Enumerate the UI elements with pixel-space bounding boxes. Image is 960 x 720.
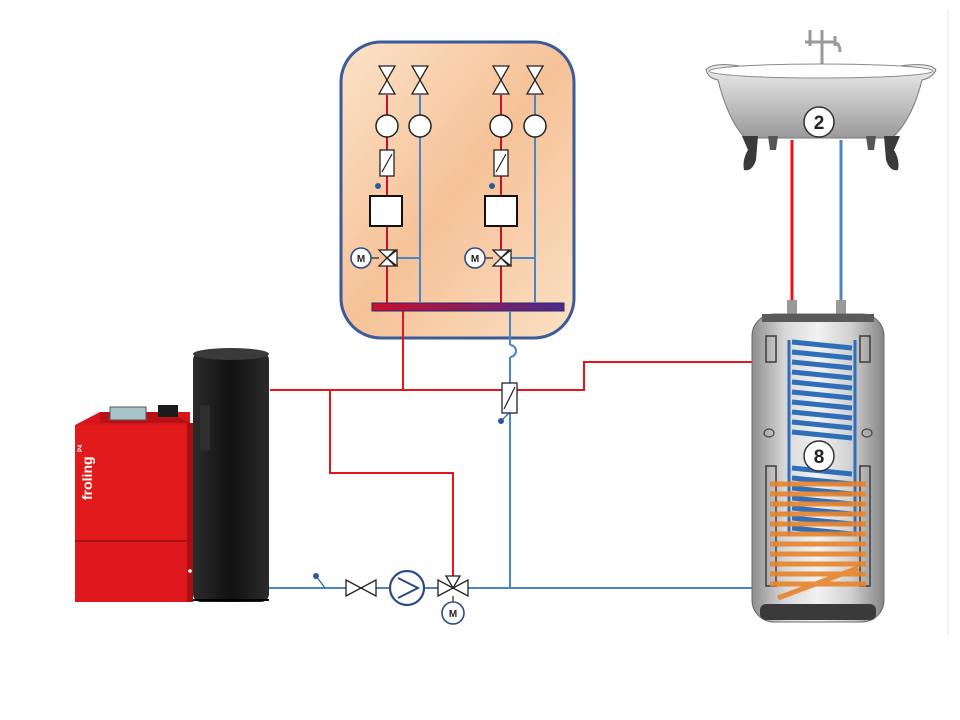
storage-tank: 8 (751, 313, 885, 623)
check-valve-icon (379, 149, 395, 177)
shutoff-valve-icon (377, 65, 397, 95)
sensor-icon (375, 183, 381, 189)
pellet-boiler: froling P4 (75, 348, 269, 602)
shutoff-valve-icon (525, 65, 545, 95)
circulation-pump-icon (369, 195, 403, 227)
heating-circuit-1: M (350, 65, 432, 303)
bathtub-number-badge: 2 (814, 113, 825, 134)
supply-pipes (270, 311, 752, 578)
boiler-brand-label: froling (79, 456, 95, 500)
sensor-icon (313, 573, 319, 579)
heating-coil (770, 481, 866, 601)
distribution-manifold (371, 302, 565, 312)
mixing-valve-icon (484, 248, 512, 268)
faucet-icon (805, 30, 842, 70)
check-valve-icon (493, 149, 509, 177)
circulation-pump-icon (388, 569, 426, 607)
thermometer-icon (408, 114, 432, 138)
motor-icon: M (441, 601, 465, 625)
bathtub-icon: 2 (705, 30, 937, 171)
motor-icon: M (350, 247, 372, 269)
heating-circuit-panel (339, 40, 576, 340)
motor-label: M (471, 254, 479, 265)
heating-circuit-2: M (464, 65, 547, 303)
return-pipes (268, 311, 752, 589)
shutoff-valve-icon (345, 578, 377, 598)
motor-label: M (357, 254, 365, 265)
tank-number-badge: 8 (814, 447, 825, 468)
sensor-icon (489, 183, 495, 189)
motor-label: M (449, 609, 457, 620)
thermometer-icon (375, 114, 399, 138)
thermometer-icon (489, 114, 513, 138)
shutoff-valve-icon (410, 65, 430, 95)
circulation-pump-icon (484, 195, 518, 227)
motor-icon: M (464, 247, 486, 269)
check-valve-icon (501, 382, 518, 414)
mixing-valve-icon (437, 575, 469, 602)
boiler-model-label: P4 (78, 444, 84, 452)
sensor-icon (498, 418, 504, 424)
shutoff-valve-icon (491, 65, 511, 95)
thermometer-icon (523, 114, 547, 138)
